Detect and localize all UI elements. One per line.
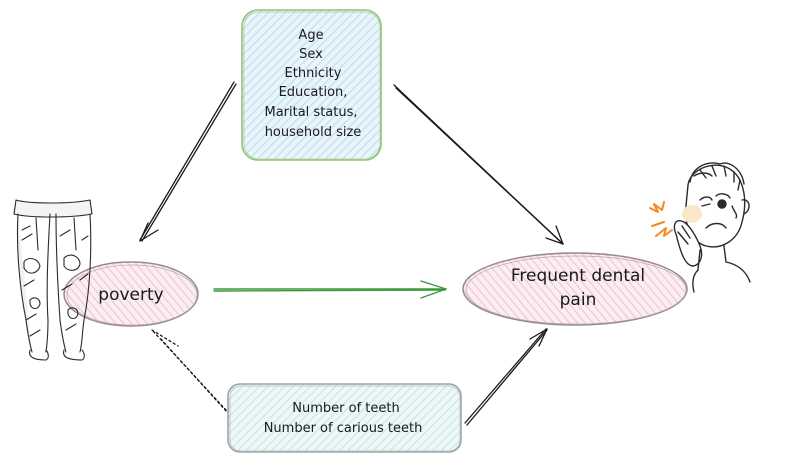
outcome-label-line2: pain <box>560 290 597 310</box>
outcome-label-line1: Frequent dental <box>511 266 645 286</box>
outcome-node: Frequent dental pain <box>462 252 688 326</box>
exposure-node: poverty <box>63 261 199 327</box>
exposure-label: poverty <box>98 285 163 305</box>
mediators-node: Number of teeth Number of carious teeth <box>227 383 462 453</box>
confounder-household-size: household size <box>265 125 362 140</box>
person-toothache-icon <box>673 162 751 293</box>
dotted-link-poverty-mediators <box>151 329 227 412</box>
confounder-age: Age <box>298 28 323 43</box>
pain-burst-icon <box>649 201 673 237</box>
confounder-ethnicity: Ethnicity <box>285 66 342 81</box>
confounder-sex: Sex <box>299 47 323 62</box>
arrow-confounders-to-pain <box>393 84 564 245</box>
arrow-mediators-to-pain <box>464 328 548 426</box>
person-legs-torn-pants-icon <box>13 199 93 361</box>
mediator-number-of-teeth: Number of teeth <box>292 401 399 416</box>
arrow-confounders-to-poverty <box>139 81 237 242</box>
arrow-poverty-to-pain <box>213 280 447 299</box>
mediator-number-of-carious-teeth: Number of carious teeth <box>264 421 423 436</box>
confounder-education: Education, <box>279 85 348 100</box>
confounder-marital-status: Marital status, <box>264 105 357 120</box>
confounders-node: Age Sex Ethnicity Education, Marital sta… <box>241 9 382 161</box>
